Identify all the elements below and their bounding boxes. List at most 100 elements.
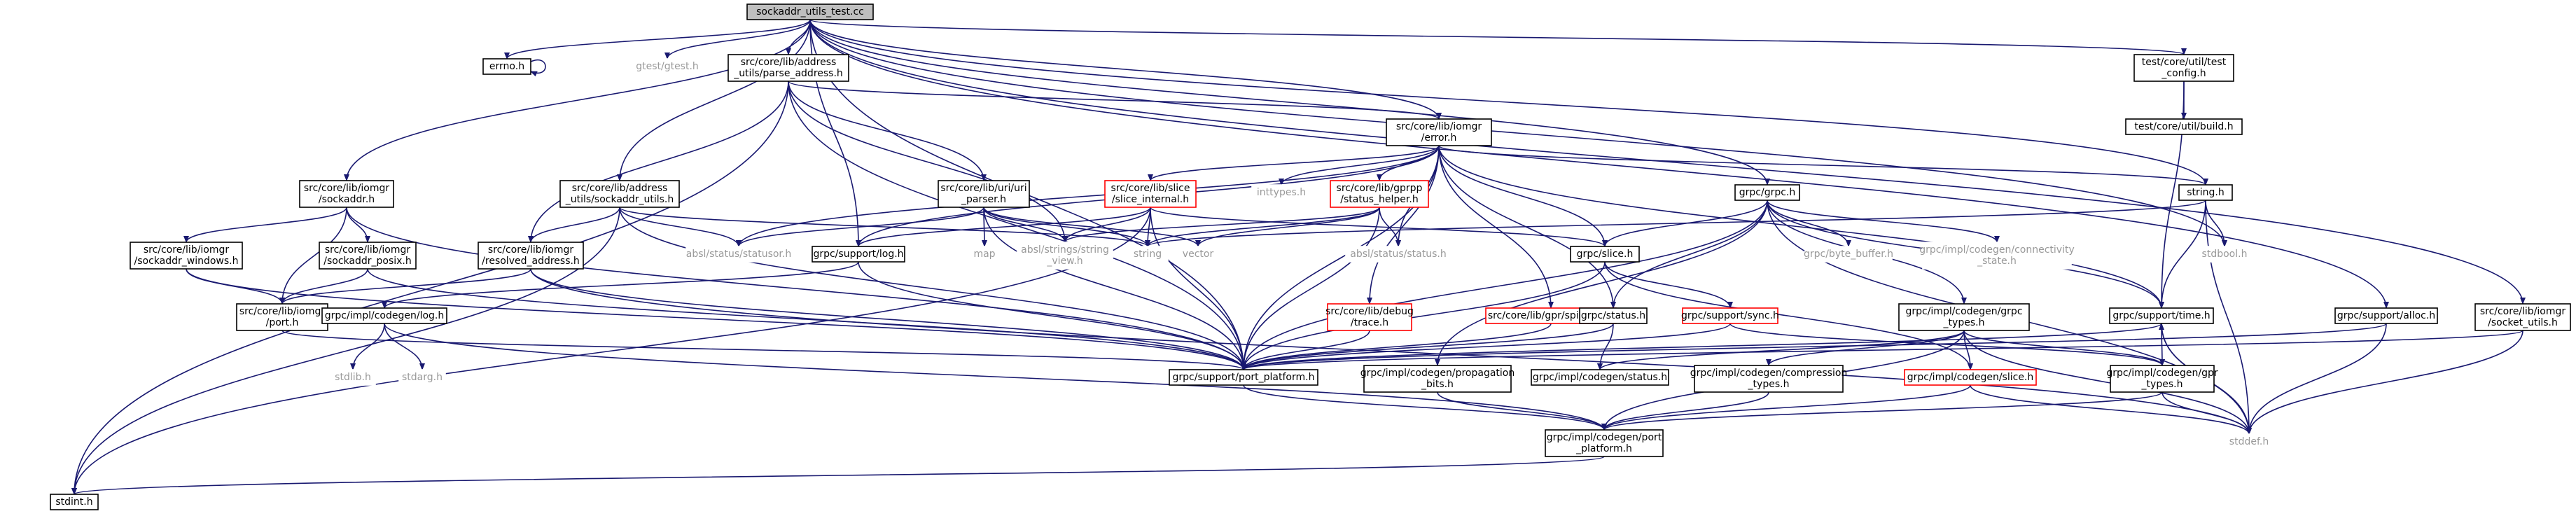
node-box-port_platform <box>1169 369 1318 386</box>
node-box-grpc_slice <box>1570 246 1640 263</box>
edge-iomgr_error-to-grpc_slice <box>1438 145 1608 247</box>
edge-sockaddr_windows-to-port_platform <box>186 268 1246 370</box>
edge-status_helper-to-string_view <box>1062 207 1380 243</box>
node-box-status_h <box>1345 246 1451 263</box>
node-grpc_slice[interactable]: grpc/slice.h <box>1570 246 1640 263</box>
node-support_sync[interactable]: grpc/support/sync.h <box>1681 307 1779 324</box>
edge-root-to-test_config <box>809 19 2187 55</box>
node-sockaddr_utils[interactable]: src/core/lib/address_utils/sockaddr_util… <box>559 180 680 208</box>
node-label-status_h: absl/status/status.h <box>1350 249 1446 260</box>
node-box-compression_types <box>1694 365 1844 393</box>
edge-gpr_types-to-stddef <box>2161 391 2252 435</box>
edge-grpc_h-to-byte_buffer <box>1767 200 1851 247</box>
node-label-iomgr_port-line-2: /port.h <box>266 317 299 328</box>
node-debug_trace[interactable]: src/core/lib/debug/trace.h <box>1325 303 1414 331</box>
edge-resolved_address-to-port_platform <box>530 268 1246 370</box>
node-test_config[interactable]: test/core/util/test_config.h <box>2133 54 2234 82</box>
node-codegen_port_platform[interactable]: grpc/impl/codegen/port_platform.h <box>1545 429 1664 457</box>
node-gtest: gtest/gtest.h <box>628 58 706 75</box>
node-label-gtest: gtest/gtest.h <box>636 61 699 72</box>
edge-parse_address-to-uri_parser <box>788 81 987 181</box>
node-socket_utils[interactable]: src/core/lib/iomgr/socket_utils.h <box>2474 303 2571 331</box>
node-support_time[interactable]: grpc/support/time.h <box>2109 307 2214 324</box>
node-propagation_bits[interactable]: grpc/impl/codegen/propagation_bits.h <box>1360 365 1515 393</box>
edge-resolved_address-to-iomgr_port <box>279 268 531 305</box>
node-stddef: stddef.h <box>2226 433 2272 450</box>
node-box-sockaddr_utils <box>559 180 680 208</box>
node-gpr_types[interactable]: grpc/impl/codegen/gpr_types.h <box>2106 365 2218 393</box>
edge-parse_address-to-port_platform <box>788 81 1246 370</box>
node-label-map: map <box>973 249 995 260</box>
node-label-stdbool: stdbool.h <box>2202 249 2248 260</box>
edge-root-to-grpc_h <box>809 19 1770 186</box>
node-compression_types[interactable]: grpc/impl/codegen/compression_types.h <box>1690 365 1848 393</box>
node-port_platform[interactable]: grpc/support/port_platform.h <box>1169 369 1318 386</box>
node-status_helper[interactable]: src/core/lib/gprpp/status_helper.h <box>1330 180 1429 208</box>
edge-support_alloc-to-port_platform <box>1241 323 2387 370</box>
edge-root-to-iomgr_sockaddr <box>344 19 811 181</box>
node-codegen_slice[interactable]: grpc/impl/codegen/slice.h <box>1904 369 2037 386</box>
edge-uri_parser-to-statusor <box>736 207 984 247</box>
node-stdlib: stdlib.h <box>330 369 376 386</box>
node-box-iomgr_sockaddr <box>299 180 394 208</box>
node-iomgr_port[interactable]: src/core/lib/iomgr/port.h <box>236 303 328 331</box>
node-build[interactable]: test/core/util/build.h <box>2125 118 2243 135</box>
node-stdint[interactable]: stdint.h <box>50 494 99 510</box>
edge-iomgr_sockaddr-to-sockaddr_posix <box>346 207 370 243</box>
node-parse_address[interactable]: src/core/lib/address_utils/parse_address… <box>727 54 849 82</box>
node-label-grpc_slice: grpc/slice.h <box>1577 249 1634 260</box>
node-iomgr_error[interactable]: src/core/lib/iomgr/error.h <box>1386 118 1492 146</box>
node-errno[interactable]: errno.h <box>482 58 531 75</box>
edge-root-to-socket_utils <box>809 19 2526 305</box>
node-label-byte_buffer: grpc/byte_buffer.h <box>1804 249 1893 260</box>
node-label-socket_utils-line-2: /socket_utils.h <box>2488 317 2558 328</box>
node-grpc_h[interactable]: grpc/grpc.h <box>1734 184 1800 201</box>
node-box-resolved_address <box>478 242 584 270</box>
node-sockaddr_windows[interactable]: src/core/lib/iomgr/sockaddr_windows.h <box>130 242 243 270</box>
node-uri_parser[interactable]: src/core/lib/uri/uri_parser.h <box>938 180 1030 208</box>
node-support_log[interactable]: grpc/support/log.h <box>812 246 905 263</box>
edge-iomgr_sockaddr-to-port_platform <box>346 207 1246 370</box>
node-label-vector: vector <box>1183 249 1214 260</box>
node-sockaddr_posix[interactable]: src/core/lib/iomgr/sockaddr_posix.h <box>319 242 417 270</box>
edge-codegen_log-to-codegen_port_platform <box>384 323 1607 431</box>
edge-grpc_h-to-port_platform <box>1241 200 1768 370</box>
node-box-byte_buffer <box>1804 246 1893 263</box>
edge-parse_address-to-iomgr_error <box>788 81 1442 120</box>
node-box-codegen_grpc_types <box>1898 303 2030 331</box>
node-box-test_config <box>2133 54 2234 82</box>
edge-iomgr_sockaddr-to-iomgr_port <box>279 207 347 305</box>
node-slice_internal[interactable]: src/core/lib/slice/slice_internal.h <box>1104 180 1197 208</box>
node-codegen_grpc_types[interactable]: grpc/impl/codegen/grpc_types.h <box>1898 303 2030 331</box>
node-label-stdint: stdint.h <box>55 496 92 508</box>
node-label-propagation_bits-line-1: grpc/impl/codegen/propagation <box>1360 368 1515 379</box>
node-support_alloc[interactable]: grpc/support/alloc.h <box>2334 307 2438 324</box>
node-label-string: string <box>1134 249 1162 260</box>
node-root[interactable]: sockaddr_utils_test.cc <box>746 4 874 20</box>
node-label-iomgr_sockaddr-line-2: /sockaddr.h <box>319 194 375 205</box>
node-codegen_status[interactable]: grpc/impl/codegen/status.h <box>1531 369 1669 386</box>
node-vector: vector <box>1178 246 1218 263</box>
edge-grpc_h-to-propagation_bits <box>1435 200 1768 366</box>
node-label-support_alloc: grpc/support/alloc.h <box>2337 310 2435 321</box>
node-grpc_status[interactable]: grpc/status.h <box>1579 307 1648 324</box>
edge-support_alloc-to-stddef <box>2246 323 2387 435</box>
edge-support_sync-to-gpr_types <box>1729 323 2165 366</box>
node-label-stddef: stddef.h <box>2229 436 2269 447</box>
node-label-grpc_h: grpc/grpc.h <box>1739 187 1796 198</box>
node-resolved_address[interactable]: src/core/lib/iomgr/resolved_address.h <box>478 242 584 270</box>
node-iomgr_sockaddr[interactable]: src/core/lib/iomgr/sockaddr.h <box>299 180 394 208</box>
node-label-inttypes: inttypes.h <box>1257 187 1306 198</box>
edge-iomgr_error-to-inttypes <box>1279 145 1440 186</box>
node-layer: sockaddr_utils_test.cc errno.h gtest/gtest… <box>50 4 2571 510</box>
node-box-inttypes <box>1251 184 1311 201</box>
edge-uri_parser-to-port_platform <box>983 207 1246 370</box>
node-label-debug_trace-line-2: /trace.h <box>1351 317 1388 328</box>
node-label-propagation_bits-line-2: _bits.h <box>1421 379 1454 390</box>
edge-iomgr_port-to-port_platform <box>281 330 1246 370</box>
node-string_h[interactable]: string.h <box>2178 184 2233 201</box>
node-codegen_log[interactable]: grpc/impl/codegen/log.h <box>321 307 447 324</box>
node-box-support_log <box>812 246 905 263</box>
node-box-codegen_port_platform <box>1545 429 1664 457</box>
